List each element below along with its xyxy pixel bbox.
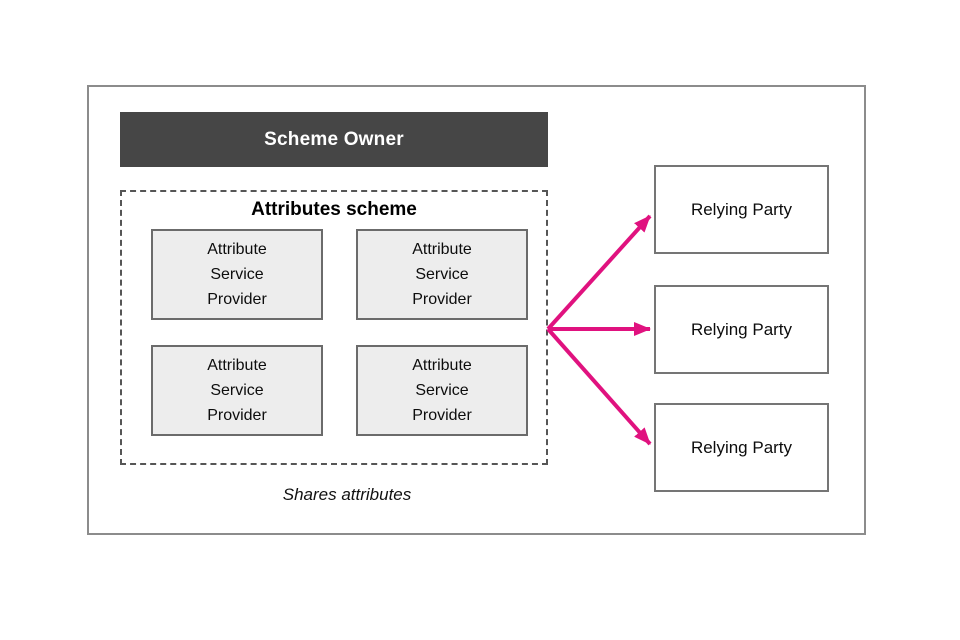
relying-party-box-1: Relying Party: [654, 165, 829, 254]
attributes-scheme-title: Attributes scheme: [251, 199, 417, 220]
scheme-owner-label: Scheme Owner: [264, 128, 404, 150]
attribute-service-provider-box-2: Attribute Service Provider: [356, 229, 528, 320]
scheme-owner-box: Scheme Owner: [120, 112, 548, 167]
shares-attributes-caption: Shares attributes: [282, 485, 412, 504]
relying-party-box-3: Relying Party: [654, 403, 829, 492]
relying-party-box-2: Relying Party: [654, 285, 829, 374]
attribute-service-provider-box-3: Attribute Service Provider: [151, 345, 323, 436]
attribute-service-provider-box-4: Attribute Service Provider: [356, 345, 528, 436]
scheme-boundary-box: [87, 85, 866, 535]
attribute-service-provider-box-1: Attribute Service Provider: [151, 229, 323, 320]
